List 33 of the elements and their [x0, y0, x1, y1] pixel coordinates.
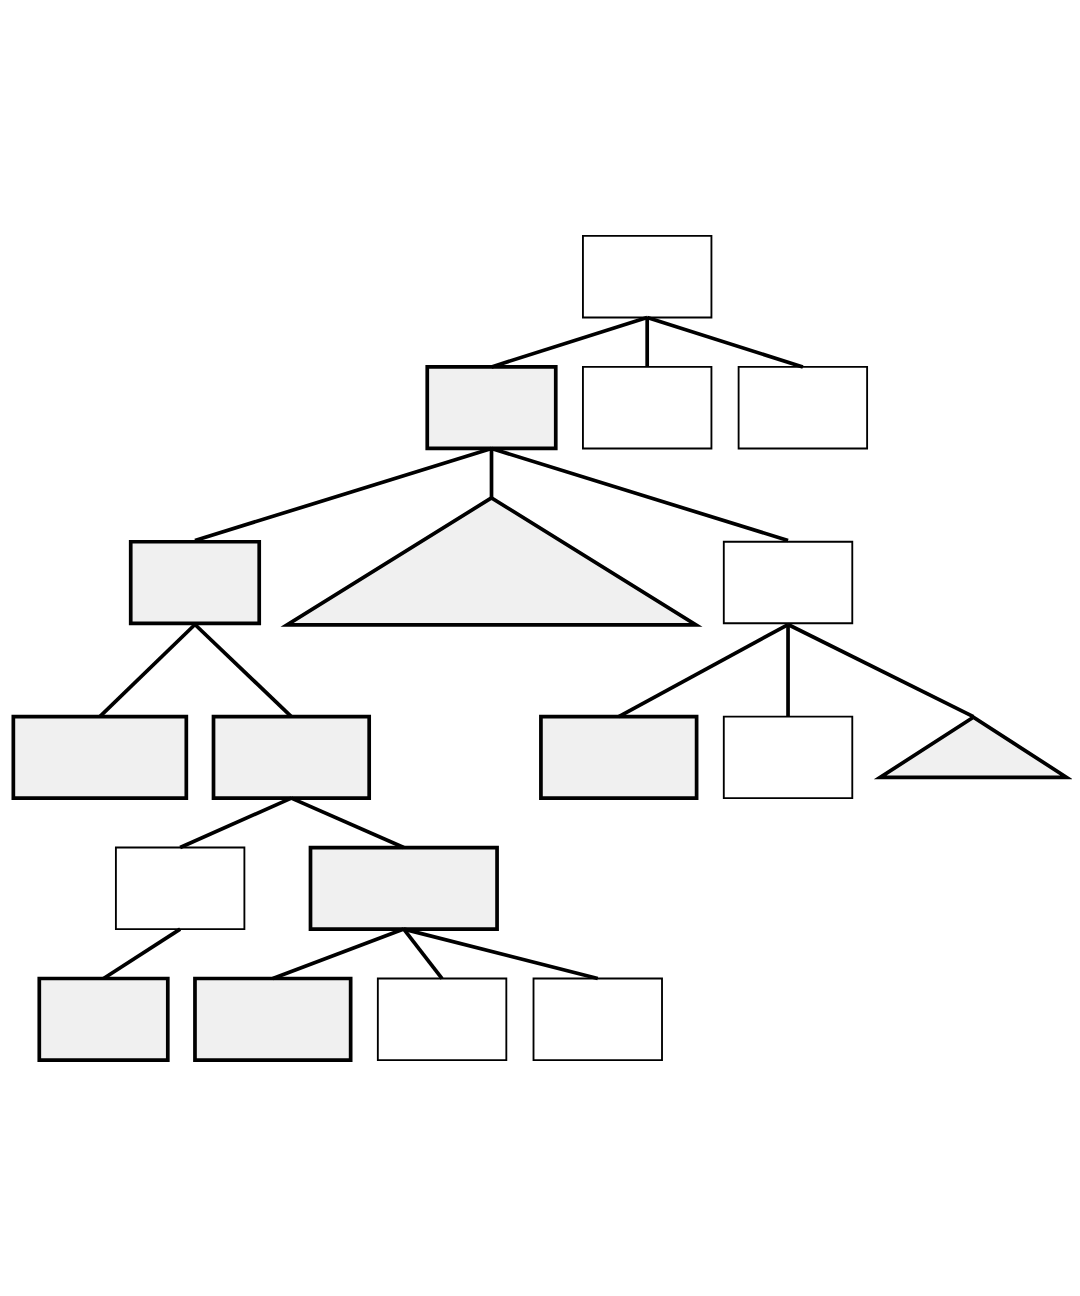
- node-box: [425, 365, 558, 451]
- connector: [646, 315, 804, 369]
- node-box: [539, 714, 699, 800]
- connector: [193, 623, 293, 718]
- node-triangle: [280, 495, 703, 627]
- node-box: [376, 977, 508, 1061]
- connector: [490, 446, 789, 543]
- connector: [645, 317, 650, 367]
- connector: [617, 622, 789, 719]
- node-box: [582, 235, 713, 319]
- node-box: [11, 714, 189, 800]
- connector: [194, 446, 493, 543]
- node-triangle: [873, 715, 1072, 780]
- node-box: [582, 366, 713, 450]
- connector: [403, 927, 599, 981]
- connector: [179, 796, 293, 850]
- node-box: [722, 540, 854, 625]
- node-box: [722, 715, 854, 800]
- node-box: [114, 846, 246, 930]
- connector: [272, 927, 405, 981]
- node-box: [128, 539, 262, 626]
- connector: [787, 622, 975, 719]
- connector: [786, 624, 790, 717]
- node-box: [308, 845, 499, 931]
- node-box: [211, 714, 372, 800]
- connector: [490, 315, 648, 369]
- node-box: [737, 366, 869, 450]
- connector: [489, 448, 494, 498]
- connector: [98, 623, 197, 718]
- node-box: [532, 977, 663, 1061]
- node-box: [193, 976, 353, 1062]
- connector: [290, 796, 405, 850]
- node-box: [37, 976, 170, 1062]
